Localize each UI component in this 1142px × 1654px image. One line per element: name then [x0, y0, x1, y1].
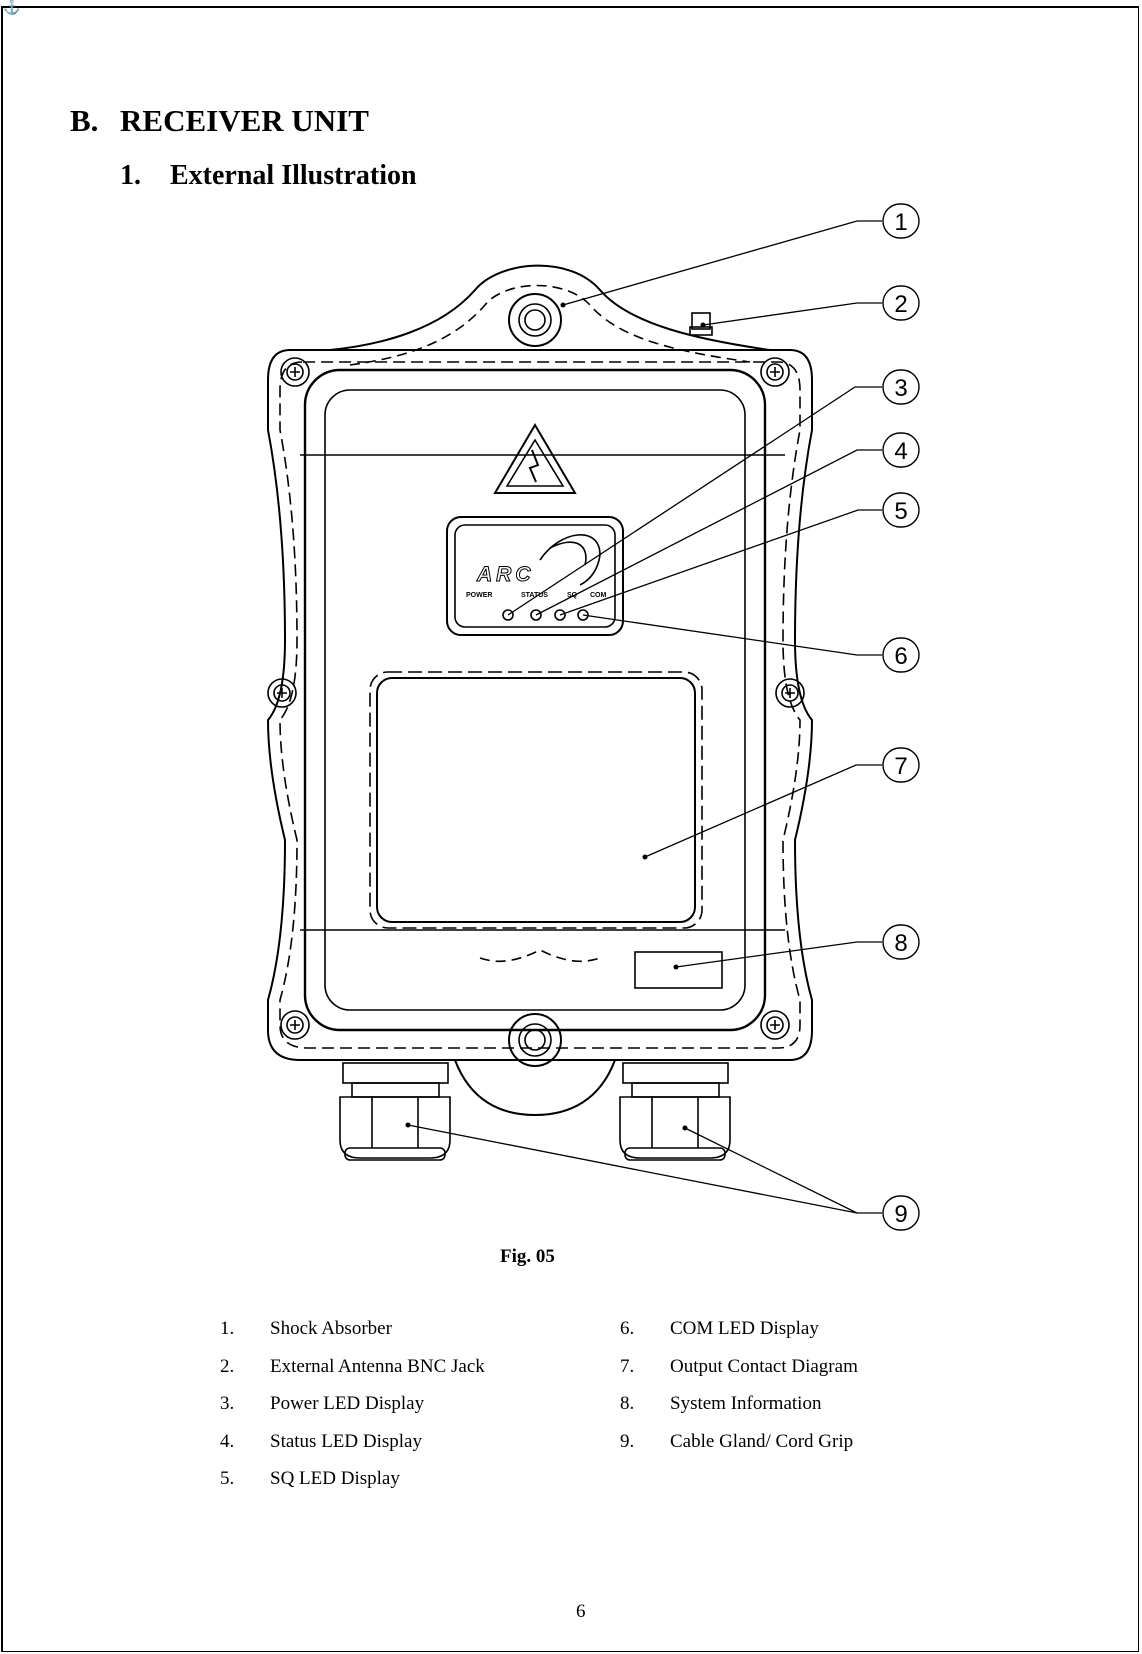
- svg-text:7: 7: [894, 753, 907, 780]
- legend-item: 7.Output Contact Diagram: [620, 1355, 858, 1377]
- callout-9: 9: [882, 1195, 920, 1231]
- led-display-panel: [446, 516, 624, 636]
- legend-item: 9.Cable Gland/ Cord Grip: [620, 1430, 854, 1452]
- section-number: B.: [70, 103, 99, 138]
- callout-6: 6: [882, 637, 920, 673]
- legend-item: 2.External Antenna BNC Jack: [220, 1355, 485, 1377]
- svg-text:8: 8: [894, 930, 907, 957]
- led-label-com: COM: [590, 592, 607, 599]
- output-contact-window: [376, 677, 696, 923]
- legend-item: 8.System Information: [620, 1393, 822, 1414]
- legend-item: 5.SQ LED Display: [220, 1468, 400, 1489]
- legend-item: 1.Shock Absorber: [220, 1318, 392, 1339]
- page-border: [1, 6, 1139, 1652]
- subsection-heading: 1. External Illustration: [120, 160, 417, 192]
- section-title: RECEIVER UNIT: [120, 103, 369, 138]
- legend-item: 3.Power LED Display: [220, 1393, 425, 1414]
- legend-item: 6.COM LED Display: [620, 1318, 819, 1339]
- bottom-mounting-lug: [454, 1059, 616, 1117]
- enclosure-outline: [266, 349, 814, 1061]
- section-heading: B. RECEIVER UNIT: [70, 103, 369, 139]
- svg-text:6: 6: [894, 643, 907, 670]
- antenna-jack: [691, 312, 711, 330]
- subsection-title: External Illustration: [170, 160, 417, 191]
- callout-4: 4: [882, 432, 920, 468]
- top-mounting-lug: [329, 264, 771, 351]
- svg-text:5: 5: [894, 498, 907, 525]
- system-info-plate: [634, 951, 723, 989]
- anchor-icon: ⚓: [3, 1, 21, 16]
- leader-lines: [407, 220, 882, 1214]
- subsection-number: 1.: [120, 160, 141, 191]
- callout-3: 3: [882, 369, 920, 405]
- led-label-status: STATUS: [521, 592, 548, 599]
- high-voltage-warning-icon: [493, 423, 577, 494]
- led-label-sq: SQ: [567, 592, 578, 599]
- legend-right-column: 6.COM LED Display 7.Output Contact Diagr…: [620, 1318, 858, 1468]
- cable-gland-left: [339, 1062, 451, 1161]
- svg-text:1: 1: [894, 209, 907, 236]
- led-indicators: [502, 609, 589, 621]
- led-label-power: POWER: [466, 592, 492, 599]
- svg-text:9: 9: [894, 1201, 907, 1228]
- legend-left-column: 1.Shock Absorber 2.External Antenna BNC …: [220, 1318, 485, 1506]
- callout-7: 7: [882, 747, 920, 783]
- callout-5: 5: [882, 492, 920, 528]
- brand-swoosh: [539, 534, 601, 586]
- callout-2: 2: [882, 285, 920, 321]
- corner-screws: [267, 357, 805, 1040]
- svg-text:4: 4: [894, 438, 907, 465]
- page-number: 6: [576, 1601, 586, 1622]
- callout-8: 8: [882, 924, 920, 960]
- brand-logo: ARC: [476, 563, 535, 586]
- svg-text:3: 3: [894, 375, 907, 402]
- cable-gland-right: [619, 1062, 731, 1161]
- receiver-unit-drawing: ARC POWER STATUS SQ COM: [266, 203, 920, 1231]
- legend-item: 4.Status LED Display: [220, 1430, 422, 1452]
- callout-1: 1: [882, 203, 920, 239]
- figure-caption: Fig. 05: [500, 1246, 555, 1267]
- svg-text:2: 2: [894, 291, 907, 318]
